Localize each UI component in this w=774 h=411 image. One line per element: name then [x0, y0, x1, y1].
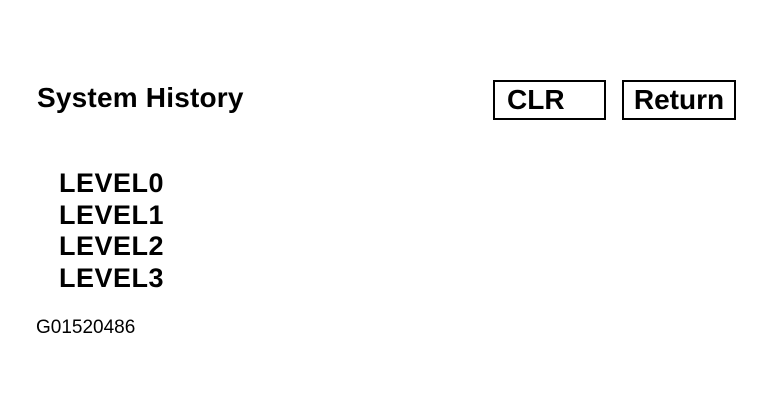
- level-item-2[interactable]: LEVEL2: [59, 231, 165, 261]
- page-title: System History: [37, 82, 244, 113]
- return-button[interactable]: Return: [622, 80, 736, 120]
- level-list: LEVEL0 LEVEL1 LEVEL2 LEVEL3: [59, 168, 164, 294]
- level-item-1[interactable]: LEVEL1: [59, 199, 165, 230]
- clr-button[interactable]: CLR: [493, 80, 606, 120]
- figure-id-label: G01520486: [36, 317, 136, 338]
- level-item-0[interactable]: LEVEL0: [59, 168, 165, 198]
- level-item-3[interactable]: LEVEL3: [59, 262, 165, 293]
